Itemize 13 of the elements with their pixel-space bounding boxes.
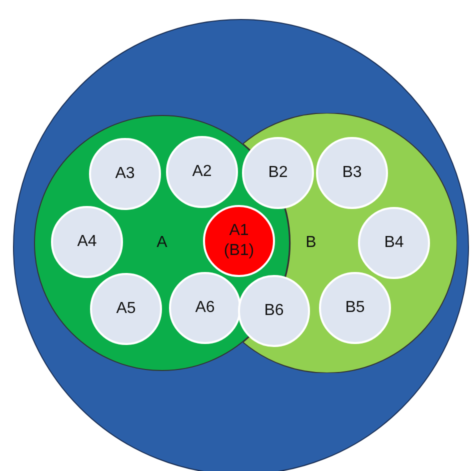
circle-label: A6	[194, 298, 216, 318]
circle-label: A5	[115, 299, 137, 319]
circle-label: B3	[341, 163, 363, 183]
circle-label: A3	[114, 164, 136, 184]
circle-label: B2	[267, 163, 289, 183]
circle-label: A	[156, 233, 168, 253]
circle-label: A2	[191, 162, 213, 182]
circle-label: B	[304, 233, 318, 253]
circle-label: B4	[383, 233, 405, 253]
circle-label: A1 (B1)	[222, 221, 256, 261]
circle-label: B6	[263, 301, 285, 321]
circle-label: A4	[76, 232, 98, 252]
circle-label: B5	[344, 298, 366, 318]
